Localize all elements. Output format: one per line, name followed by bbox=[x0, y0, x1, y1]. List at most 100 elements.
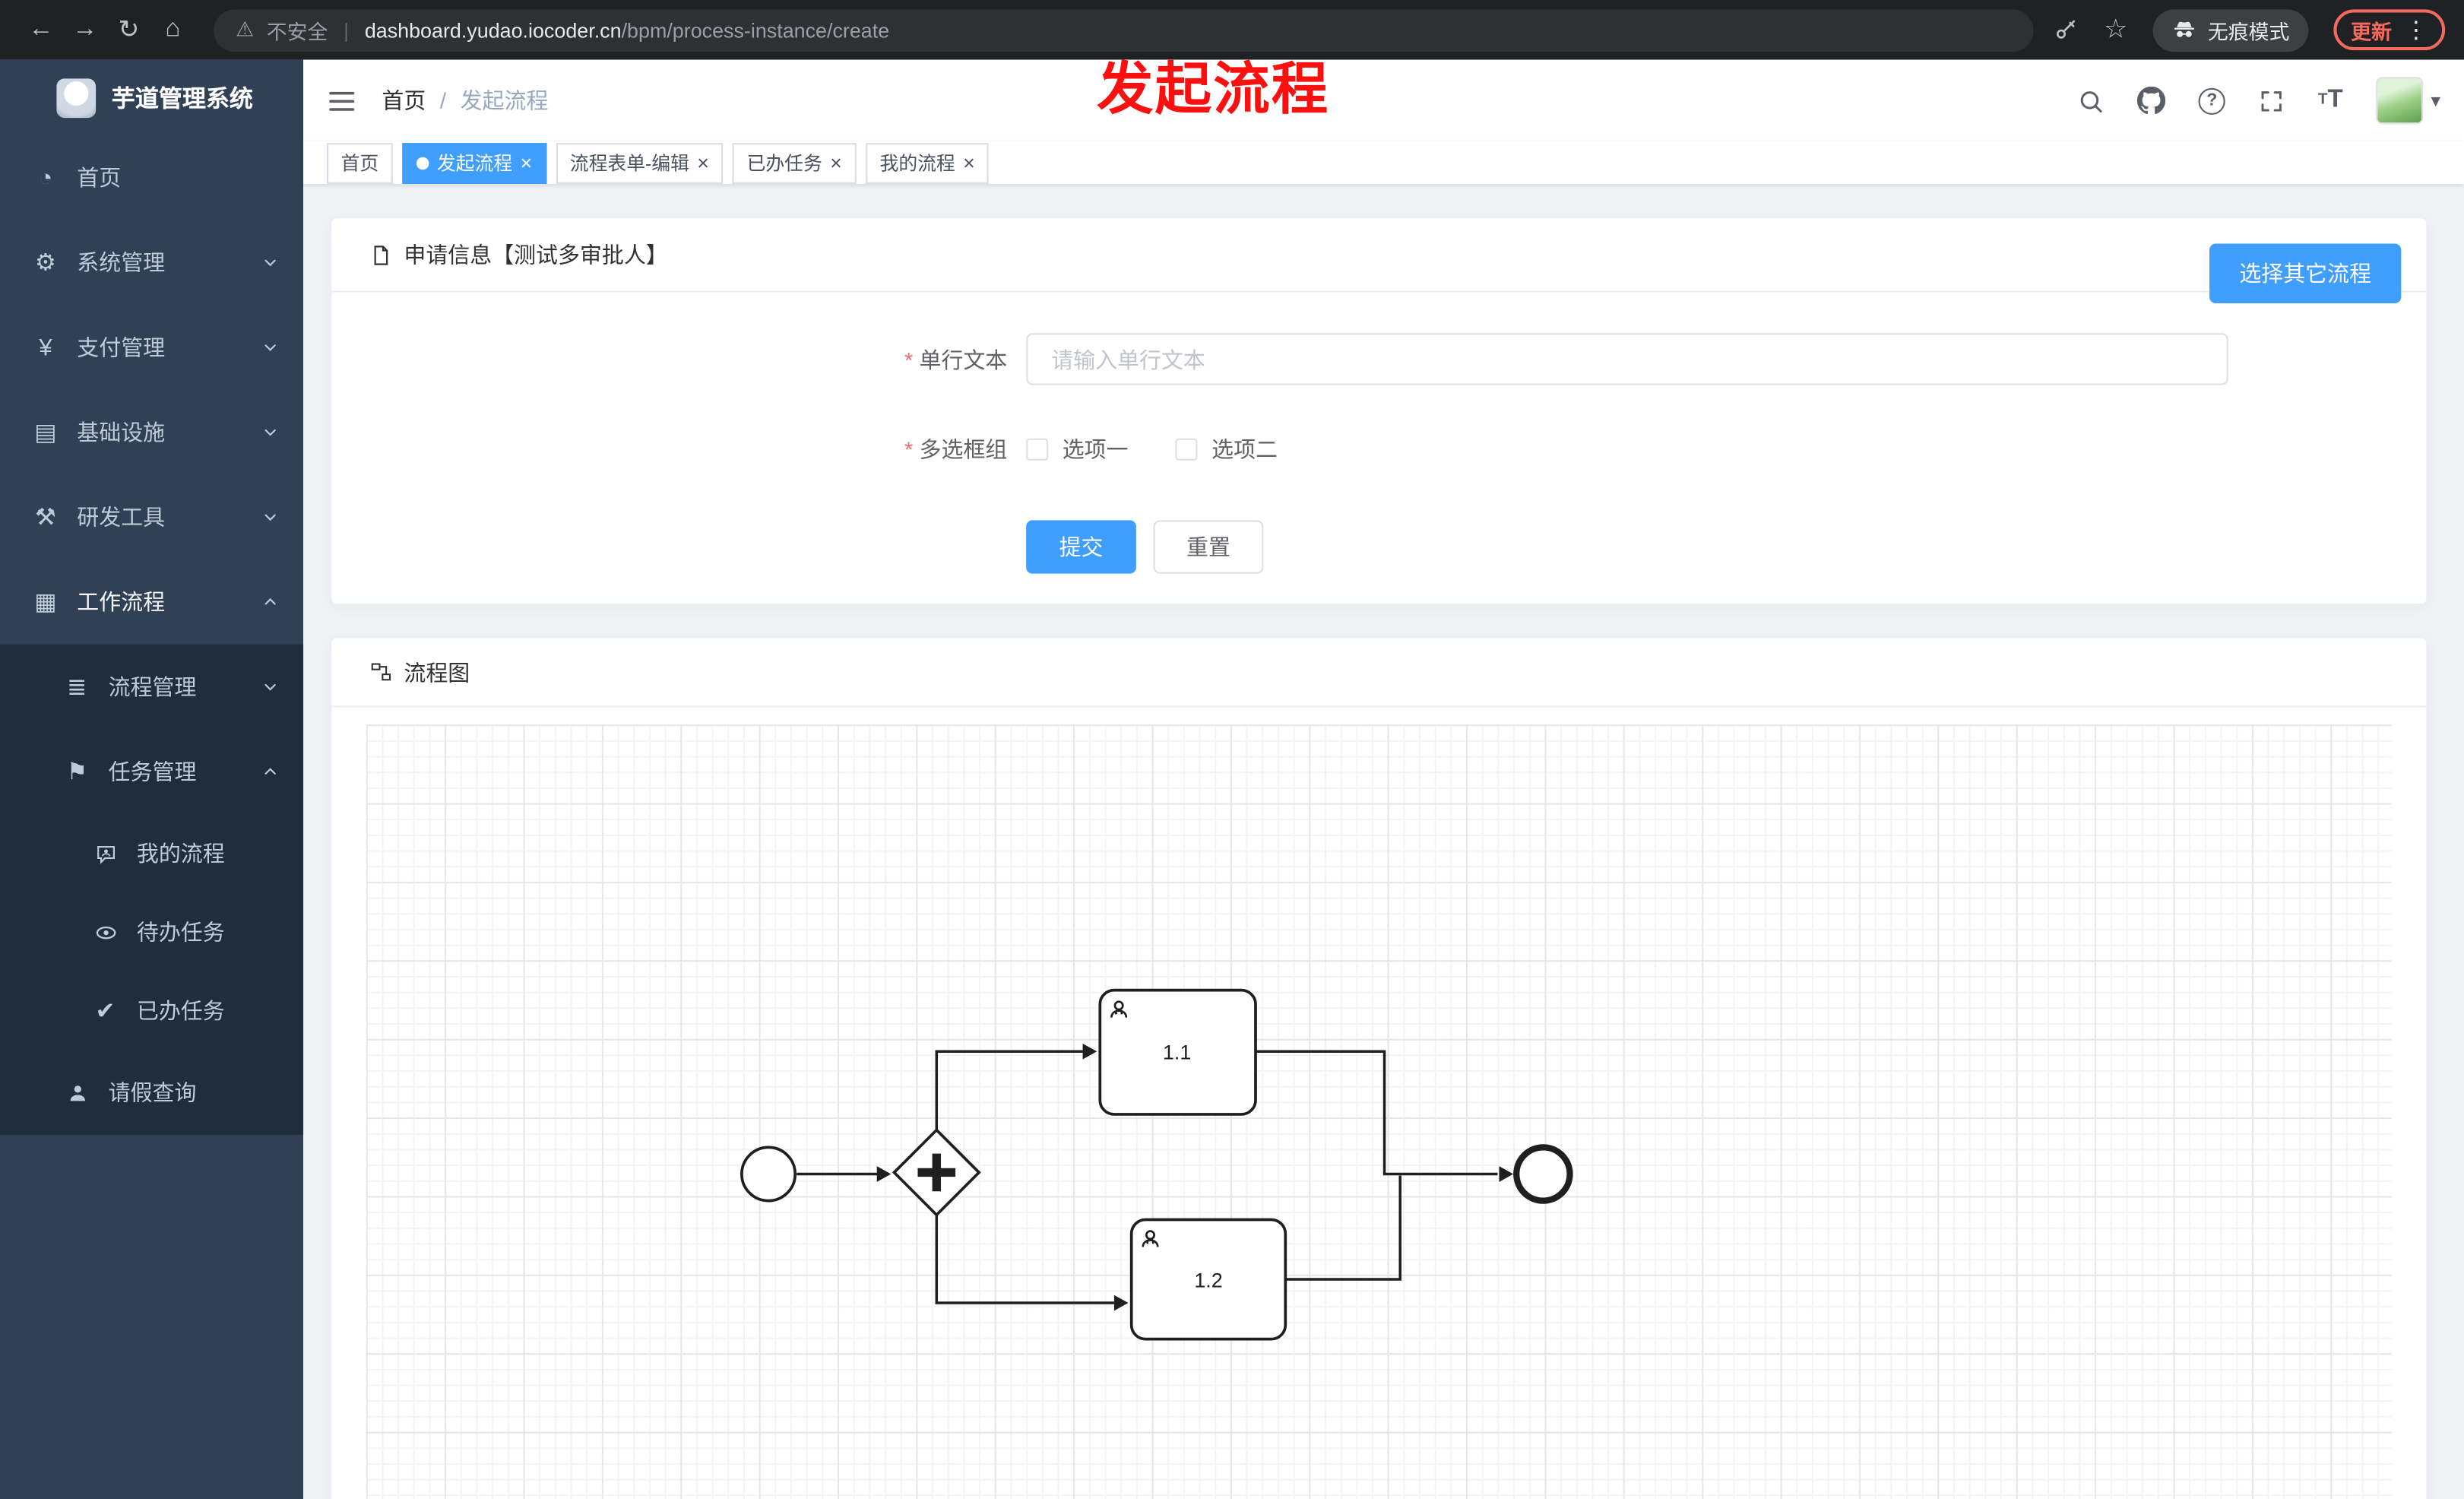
reset-button[interactable]: 重置 bbox=[1153, 520, 1264, 574]
arrowhead bbox=[1113, 1295, 1129, 1311]
github-icon[interactable] bbox=[2137, 86, 2166, 115]
close-icon[interactable]: × bbox=[697, 151, 709, 175]
breadcrumb-home[interactable]: 首页 bbox=[382, 87, 426, 113]
yen-icon: ¥ bbox=[39, 334, 52, 361]
breadcrumb-separator: / bbox=[439, 87, 446, 113]
sidebar-item-done-tasks[interactable]: ✔ 已办任务 bbox=[0, 971, 304, 1051]
choose-other-process-button[interactable]: 选择其它流程 bbox=[2209, 243, 2402, 304]
arrowhead bbox=[876, 1166, 892, 1182]
browser-update-button[interactable]: 更新 ⋮ bbox=[2333, 9, 2446, 51]
tab-process-form-edit[interactable]: 流程表单-编辑 × bbox=[556, 142, 724, 183]
caret-down-icon: ▾ bbox=[2431, 89, 2440, 112]
sidebar-item-dev-tools[interactable]: ⚒ 研发工具 bbox=[0, 474, 303, 559]
page-content: 申请信息【测试多审批人】 选择其它流程 *单行文本 *多选框组 bbox=[303, 183, 2464, 1499]
browser-reload-button[interactable]: ↻ bbox=[118, 17, 140, 44]
single-line-text-input[interactable] bbox=[1026, 333, 2228, 385]
bpmn-diagram: 1.1 1.2 bbox=[740, 988, 1573, 1341]
text-field-label: *单行文本 bbox=[904, 346, 1008, 372]
app-logo[interactable]: 芋道管理系统 bbox=[0, 60, 303, 135]
tab-done-tasks[interactable]: 已办任务 × bbox=[732, 142, 857, 183]
chevron-down-icon bbox=[262, 424, 278, 440]
close-icon[interactable]: × bbox=[830, 151, 842, 175]
active-tab-dot bbox=[416, 156, 429, 170]
bookmark-star-icon[interactable]: ☆ bbox=[2103, 14, 2128, 44]
app-title: 芋道管理系统 bbox=[111, 85, 253, 113]
flow-diagram-card: 流程图 bbox=[330, 636, 2428, 1499]
incognito-label: 无痕模式 bbox=[2207, 19, 2290, 43]
bpmn-canvas[interactable]: 1.1 1.2 bbox=[366, 724, 2392, 1499]
checkbox-group-row: *多选框组 选项一 选项二 bbox=[331, 434, 2426, 465]
arrowhead bbox=[1499, 1166, 1514, 1182]
address-bar[interactable]: ⚠ 不安全 | dashboard.yudao.iocoder.cn/bpm/p… bbox=[214, 8, 2033, 52]
security-label: 不安全 bbox=[266, 19, 328, 43]
submit-button[interactable]: 提交 bbox=[1026, 520, 1136, 574]
logo-avatar bbox=[56, 78, 97, 118]
chevron-up-icon bbox=[262, 764, 278, 780]
sidebar-item-infrastructure[interactable]: ▤ 基础设施 bbox=[0, 390, 303, 475]
sidebar-item-home[interactable]: ◔ 首页 bbox=[0, 135, 303, 220]
flow-task2-to-merge bbox=[1285, 1175, 1401, 1281]
document-icon bbox=[374, 245, 388, 265]
chevron-down-icon bbox=[262, 340, 278, 356]
chat-user-icon bbox=[91, 841, 119, 865]
workflow-icon: ▦ bbox=[34, 589, 57, 616]
sidebar-item-system-management[interactable]: ⚙ 系统管理 bbox=[0, 220, 303, 305]
checkbox-group: 选项一 选项二 bbox=[1026, 434, 1278, 465]
chevron-down-icon bbox=[262, 255, 278, 271]
checkbox-box[interactable] bbox=[1175, 438, 1198, 461]
browser-forward-button[interactable]: → bbox=[72, 15, 98, 43]
sidebar-item-my-processes[interactable]: 我的流程 bbox=[0, 814, 304, 893]
parallel-gateway[interactable] bbox=[892, 1127, 981, 1217]
user-icon bbox=[1142, 1230, 1159, 1247]
checkbox-option-1[interactable]: 选项一 bbox=[1026, 434, 1129, 465]
sidebar-item-pending-tasks[interactable]: 待办任务 bbox=[0, 892, 304, 971]
breadcrumb: 首页 / 发起流程 bbox=[382, 85, 548, 116]
infrastructure-icon: ▤ bbox=[34, 420, 57, 447]
annotation-overlay: 发起流程 bbox=[1097, 56, 1330, 122]
tab-initiate-process[interactable]: 发起流程 × bbox=[402, 142, 546, 183]
start-event[interactable] bbox=[740, 1146, 797, 1203]
fullscreen-icon[interactable] bbox=[2258, 87, 2285, 114]
chrome-right-cluster: ☆ 无痕模式 更新 ⋮ bbox=[2052, 8, 2446, 52]
url-domain: dashboard.yudao.iocoder.cn bbox=[364, 17, 622, 42]
flow-card-title: 流程图 bbox=[404, 659, 470, 685]
key-icon[interactable] bbox=[2052, 17, 2079, 43]
user-menu[interactable]: ▾ bbox=[2376, 77, 2440, 125]
browser-home-button[interactable]: ⌂ bbox=[165, 15, 181, 43]
incognito-icon bbox=[2174, 21, 2194, 37]
user-icon bbox=[1110, 1000, 1128, 1018]
close-icon[interactable]: × bbox=[963, 151, 975, 175]
checkbox-box[interactable] bbox=[1026, 438, 1049, 461]
chevron-down-icon bbox=[262, 679, 278, 695]
sidebar-toggle-icon[interactable] bbox=[327, 86, 356, 116]
search-icon[interactable] bbox=[2078, 87, 2105, 114]
sidebar-item-process-management[interactable]: ≣ 流程管理 bbox=[0, 644, 304, 730]
sidebar: 芋道管理系统 ◔ 首页 ⚙ 系统管理 ¥ 支付管理 ▤ 基础设施 bbox=[0, 59, 304, 1499]
task-flag-icon: ⚑ bbox=[66, 759, 88, 786]
user-task-1-1[interactable]: 1.1 bbox=[1098, 988, 1257, 1116]
update-label: 更新 bbox=[2351, 19, 2392, 43]
arrowhead bbox=[1082, 1043, 1097, 1060]
form-card-title: 申请信息【测试多审批人】 bbox=[404, 242, 668, 268]
help-icon[interactable]: ? bbox=[2198, 87, 2225, 114]
end-event[interactable] bbox=[1513, 1144, 1573, 1204]
tab-home[interactable]: 首页 bbox=[327, 142, 393, 183]
browser-back-button[interactable]: ← bbox=[28, 15, 54, 43]
flow-gateway-to-task1 bbox=[935, 1050, 1083, 1130]
user-task-1-2[interactable]: 1.2 bbox=[1129, 1218, 1287, 1341]
sidebar-item-task-management[interactable]: ⚑ 任务管理 bbox=[0, 729, 304, 815]
chevron-up-icon bbox=[262, 594, 278, 610]
process-form: *单行文本 *多选框组 选项一 bbox=[331, 293, 2426, 574]
sidebar-item-payment-management[interactable]: ¥ 支付管理 bbox=[0, 305, 303, 390]
close-icon[interactable]: × bbox=[520, 151, 533, 175]
checkbox-option-2[interactable]: 选项二 bbox=[1175, 434, 1278, 465]
dashboard-icon: ◔ bbox=[38, 164, 53, 192]
sidebar-item-leave-query[interactable]: 请假查询 bbox=[0, 1050, 304, 1135]
sidebar-item-workflow[interactable]: ▦ 工作流程 bbox=[0, 559, 303, 645]
browser-menu-icon[interactable]: ⋮ bbox=[2404, 17, 2428, 44]
not-secure-icon: ⚠ bbox=[236, 17, 255, 41]
tab-my-processes[interactable]: 我的流程 × bbox=[865, 142, 990, 183]
